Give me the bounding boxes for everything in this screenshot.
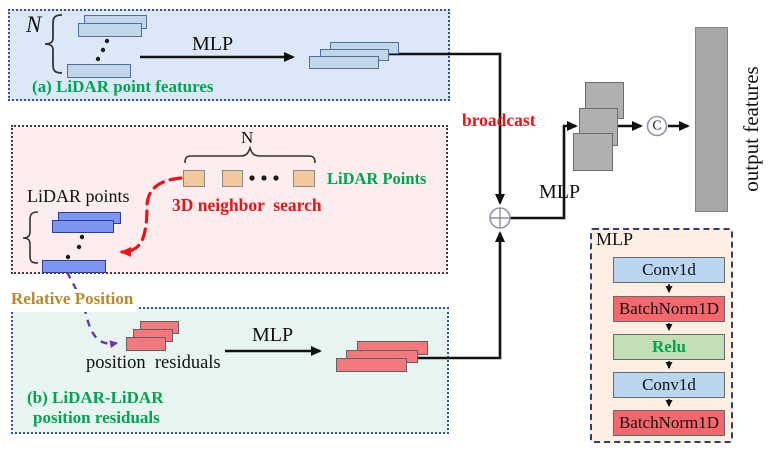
mlp-label-b: MLP [252,324,294,346]
output-features-bar [695,27,728,212]
lidar-point-square [222,170,243,187]
concat-symbol-label: C [652,117,662,133]
lidar-points-label: LiDAR points [27,186,130,206]
n-count-label-a: N [26,12,42,37]
fused-feature-square [573,133,613,171]
mlp-layer-relu: Relu [613,334,725,360]
mlp-layer-batchnorm-2: BatchNorm1D [613,410,725,436]
encoded-feature-rect [309,56,379,69]
residual-rect [126,337,166,351]
lidar-point-square [183,170,205,187]
mlp-layer-batchnorm-1: BatchNorm1D [613,296,725,322]
lidar-point-rect [42,260,106,273]
caption-a: (a) LiDAR point features [32,77,214,96]
elementwise-add-icon [489,207,511,229]
lidar-points-caption: LiDAR Points [327,169,427,188]
position-residuals-label: position residuals [86,353,221,373]
mlp-label-fusion: MLP [539,181,581,203]
relative-position-label: Relative Position [9,289,138,312]
lidar-point-square [293,170,315,187]
caption-b-line2: position residuals [33,408,160,427]
point-feature-rect [67,64,131,78]
mlp-detail-title: MLP [596,229,634,249]
neighbor-search-label: 3D neighbor search [172,195,322,215]
encoded-residual-rect [336,358,407,372]
mlp-label-a: MLP [192,33,234,55]
caption-b-line1: (b) LiDAR-LiDAR [27,388,164,407]
point-feature-rect [78,23,142,37]
broadcast-label: broadcast [462,110,536,130]
sum-to-mlp-line [510,121,578,220]
mlp-layer-conv1d-1: Conv1d [613,257,725,283]
mlp-layer-conv1d-2: Conv1d [613,372,725,398]
n-count-label-neighbor: N [241,128,254,147]
output-features-label: output features [738,66,763,192]
lidar-point-rect [52,220,114,233]
